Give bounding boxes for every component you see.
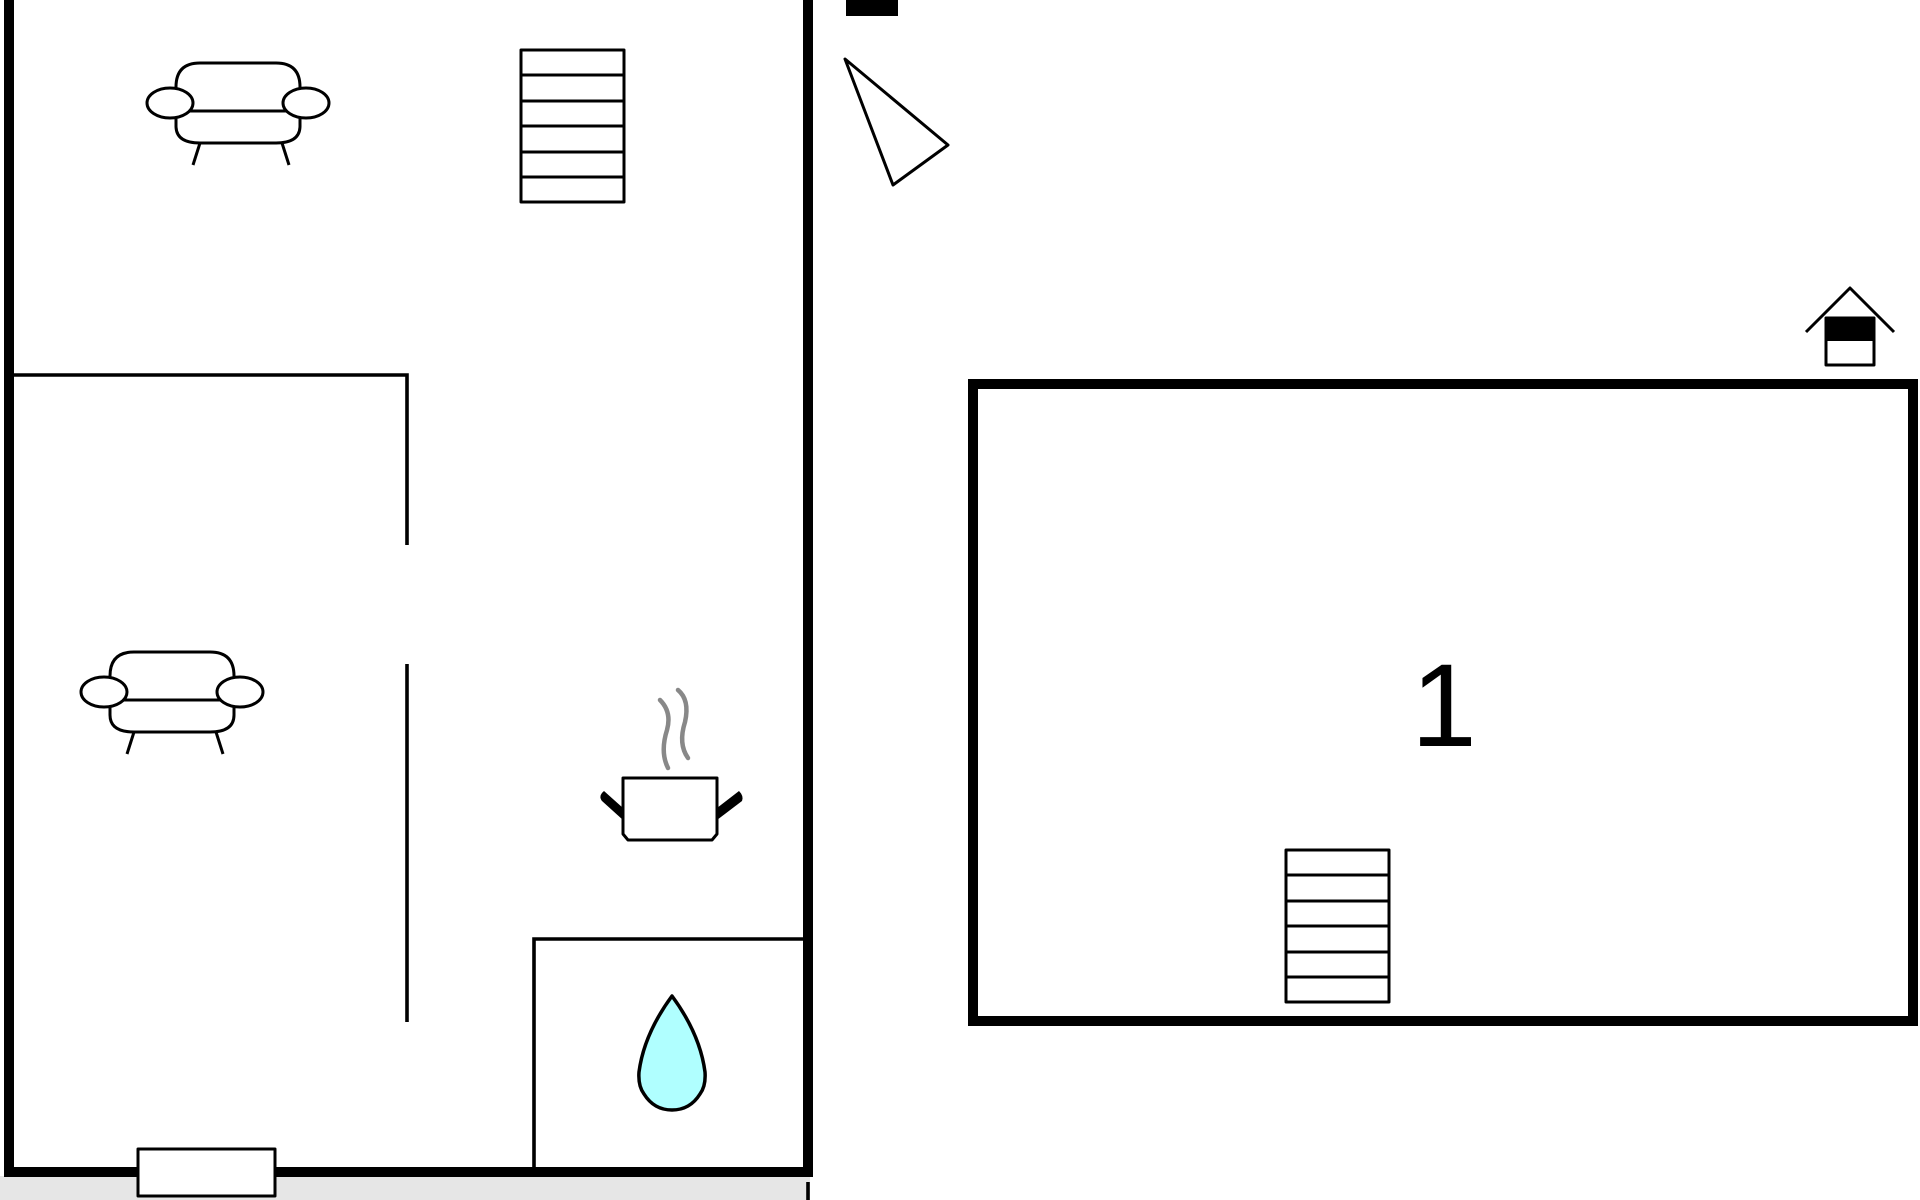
staircase-icon [1284,848,1391,1004]
sofa-icon [79,650,265,755]
north-arrow-icon [843,57,950,187]
staircase-icon [519,48,626,204]
left-unit-walls [4,0,813,1200]
room-number-label: 1 [1411,640,1477,772]
cooking-pot-icon [600,687,743,842]
bathroom-walls [532,937,808,1172]
terrace-strip [0,1176,810,1200]
house-icon [1804,286,1896,367]
sofa-icon [145,61,331,166]
building-outline [968,379,1918,1026]
partition-wall-top [9,373,409,545]
entrance-marker [846,0,898,16]
water-drop-icon [637,994,707,1112]
window-icon [136,1147,277,1198]
